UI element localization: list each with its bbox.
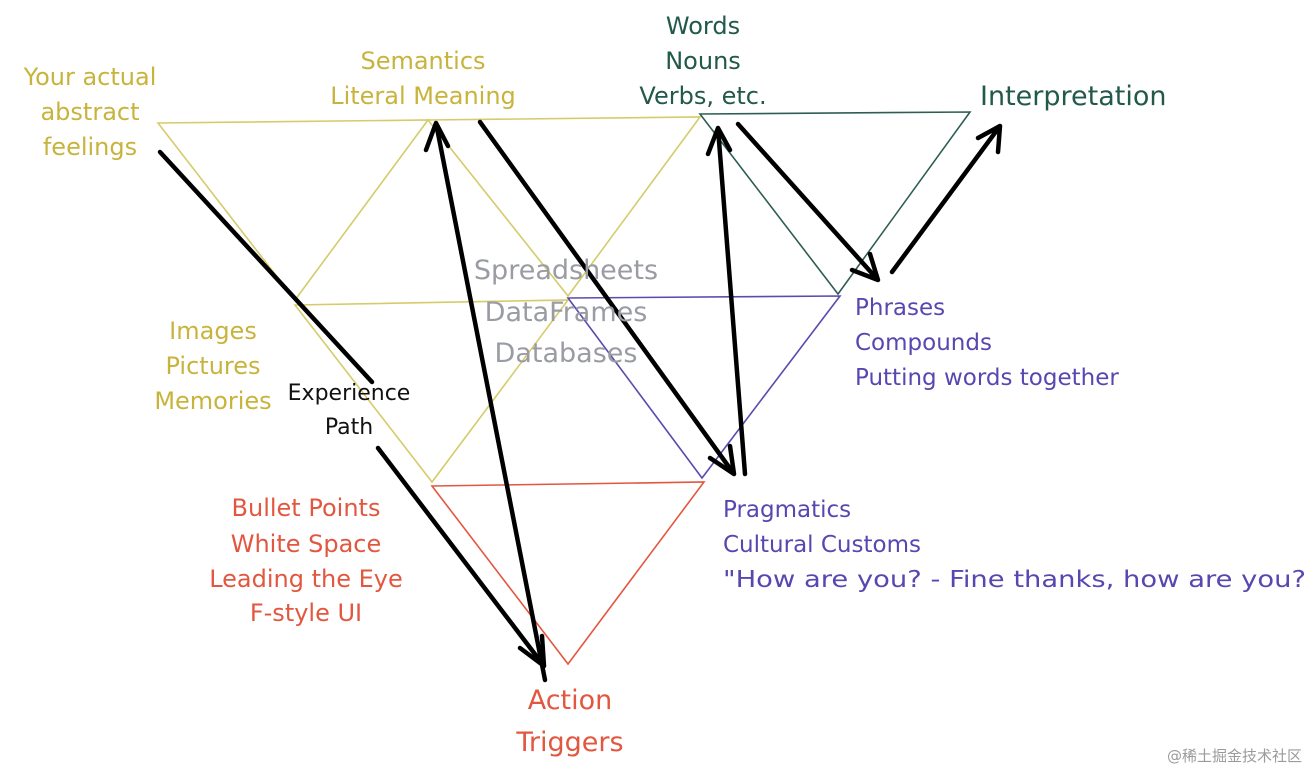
pragmatics-line-2: Cultural Customs	[723, 532, 921, 558]
triangle-words	[698, 111, 972, 296]
spreadsheets-line-2: DataFrames	[485, 297, 648, 328]
experience-path-arrow-upper	[157, 149, 375, 385]
semantics-line-2: Literal Meaning	[330, 82, 516, 110]
action-to-semantics-arrow	[423, 120, 548, 683]
images-line-1: Images	[169, 317, 257, 345]
pragmatics-to-words-arrow	[705, 125, 748, 477]
label-ui: Bullet Points White Space Leading the Ey…	[209, 494, 403, 627]
label-interpretation: Interpretation	[980, 81, 1166, 112]
triangles	[156, 111, 972, 666]
label-semantics: Semantics Literal Meaning	[330, 47, 516, 110]
images-line-2: Pictures	[165, 352, 260, 380]
ui-line-1: Bullet Points	[232, 494, 381, 522]
triangle-semantics	[426, 116, 702, 298]
ui-line-3: Leading the Eye	[209, 565, 403, 593]
phrases-line-2: Compounds	[855, 330, 992, 356]
label-experience-path: Experience Path	[288, 381, 411, 440]
semantics-to-pragmatics-arrow	[477, 119, 737, 477]
watermark: @稀土掘金技术社区	[1167, 747, 1302, 765]
phrases-to-interpretation-arrow	[889, 123, 1003, 275]
triangle-phrases	[566, 295, 842, 480]
words-line-3: Verbs, etc.	[639, 82, 766, 110]
label-spreadsheets: Spreadsheets DataFrames Databases	[474, 255, 658, 369]
label-phrases: Phrases Compounds Putting words together	[855, 295, 1119, 391]
pragmatics-line-1: Pragmatics	[723, 497, 851, 523]
label-action: Action Triggers	[515, 685, 623, 758]
semantics-line-1: Semantics	[360, 47, 485, 75]
triangle-feelings	[156, 119, 430, 302]
spreadsheets-line-3: Databases	[495, 338, 638, 369]
triangle-images	[293, 299, 570, 484]
feelings-line-3: feelings	[43, 133, 137, 161]
experience-path-line-1: Experience	[288, 381, 411, 406]
words-to-phrases-arrow	[735, 121, 881, 283]
phrases-line-3: Putting words together	[855, 365, 1119, 391]
label-images: Images Pictures Memories	[154, 317, 271, 415]
spreadsheets-line-1: Spreadsheets	[474, 255, 658, 286]
triangle-action	[430, 481, 706, 666]
pragmatics-line-3: "How are you? - Fine thanks, how are you…	[723, 567, 1306, 593]
feelings-line-2: abstract	[40, 98, 139, 126]
label-pragmatics: Pragmatics Cultural Customs "How are you…	[723, 497, 1306, 593]
images-line-3: Memories	[154, 387, 271, 415]
words-line-1: Words	[666, 12, 740, 40]
experience-path-line-2: Path	[325, 415, 373, 440]
action-line-1: Action	[528, 685, 613, 716]
action-line-2: Triggers	[515, 727, 623, 758]
label-words: Words Nouns Verbs, etc.	[639, 12, 766, 110]
ui-line-2: White Space	[231, 530, 382, 558]
label-feelings: Your actual abstract feelings	[23, 63, 157, 161]
phrases-line-1: Phrases	[855, 295, 945, 321]
words-line-2: Nouns	[665, 47, 741, 75]
feelings-line-1: Your actual	[23, 63, 157, 91]
arrows	[157, 119, 1003, 683]
ui-line-4: F-style UI	[250, 599, 362, 627]
